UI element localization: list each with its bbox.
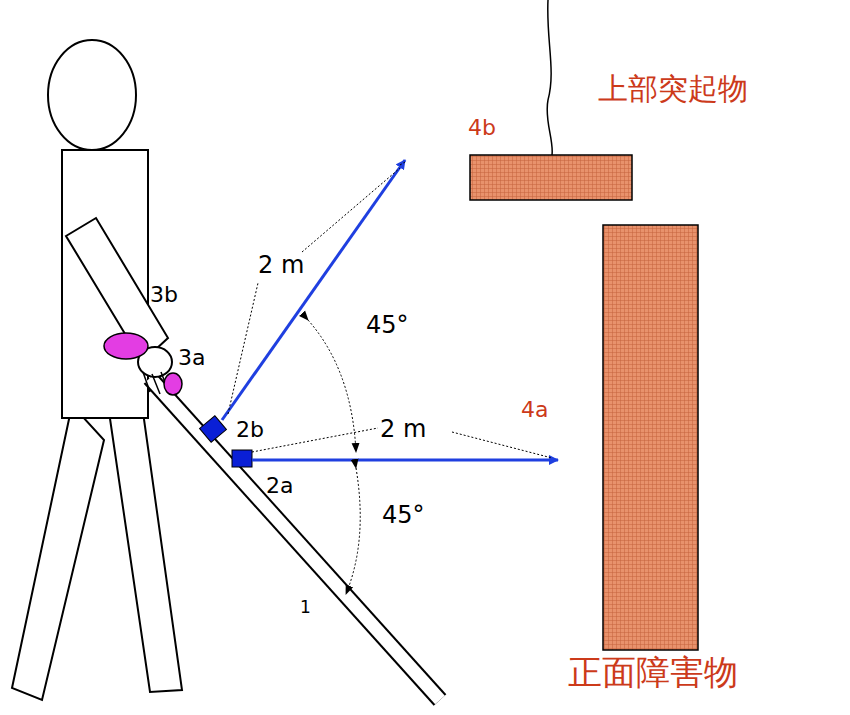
finger-vibrator [164, 373, 182, 395]
callout-number: 3a [178, 346, 205, 370]
callout-number: 2a [266, 474, 293, 498]
cane-outline [150, 378, 440, 700]
front-obstacle [603, 225, 698, 650]
obstacle-name: 上部突起物 [598, 72, 748, 105]
callout-number: 4a [521, 398, 548, 422]
dimension-lines [228, 162, 552, 458]
upper-obstacle [470, 155, 632, 200]
wrist-vibrator [104, 333, 148, 359]
obstacle-name: 正面障害物 [568, 654, 738, 691]
callout-number: 4b [468, 116, 496, 140]
dimension: 2 m [380, 416, 426, 442]
front-beam [252, 459, 558, 462]
cane [150, 378, 440, 700]
front-sensor [232, 450, 252, 467]
angle-arc [308, 320, 356, 452]
callout-number: 2b [236, 418, 264, 442]
angle: 45° [382, 502, 425, 528]
right-leg [108, 405, 182, 692]
left-leg [12, 405, 104, 700]
head [48, 40, 136, 150]
dimension: 2 m [258, 252, 304, 278]
callout-number: 1 [300, 598, 311, 617]
angle: 45° [366, 312, 409, 338]
callout-number: 3b [150, 283, 178, 307]
upper-beam [222, 160, 405, 420]
hanging-string [547, 0, 552, 155]
angle-arc [346, 468, 360, 594]
